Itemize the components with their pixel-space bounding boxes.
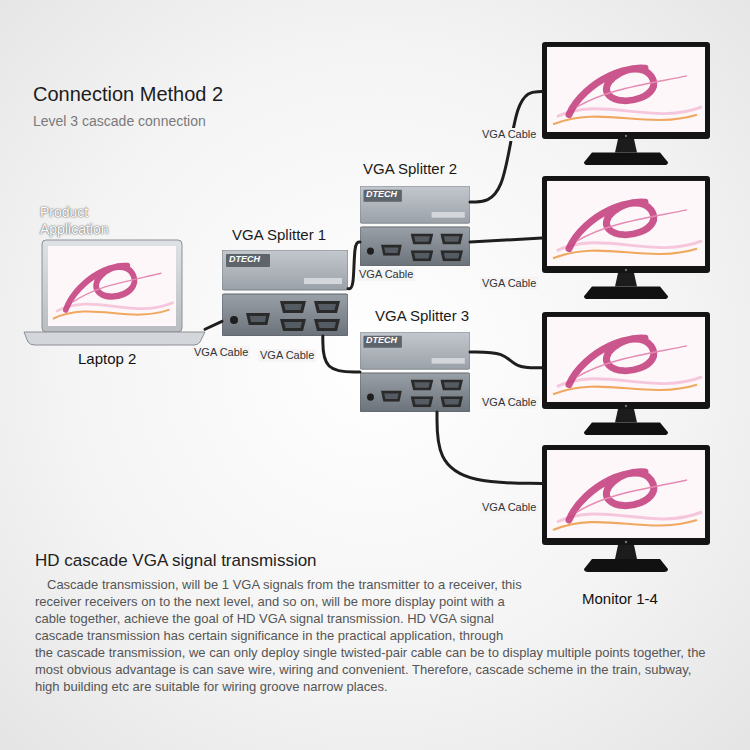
vga-splitter: VGA Splitter 3DTECH <box>360 332 470 412</box>
vga-cable <box>348 242 360 289</box>
subtitle: Level 3 cascade connection <box>33 113 206 130</box>
monitor <box>542 42 710 165</box>
monitor <box>542 312 710 436</box>
vga-splitter: VGA Splitter 2DTECH <box>360 186 470 266</box>
device-heading: VGA Splitter 3 <box>375 307 469 325</box>
monitor <box>542 176 710 300</box>
laptop: Product ApplicationLaptop 2 <box>22 240 205 345</box>
vga-splitter <box>222 250 348 336</box>
edge-label: VGA Cable <box>258 349 316 362</box>
text-spacer <box>523 576 713 644</box>
laptop-base <box>24 332 205 345</box>
edge-label: VGA Cable <box>480 396 538 409</box>
vga-splitter <box>360 186 470 266</box>
vga-cable <box>323 336 360 372</box>
vga-cable <box>205 321 222 329</box>
watermark-text: Product Application <box>40 204 122 238</box>
monitor <box>542 42 710 166</box>
monitor <box>542 312 710 435</box>
section-heading: HD cascade VGA signal transmission <box>35 551 317 571</box>
vga-cable <box>470 352 542 368</box>
monitor <box>542 176 710 299</box>
monitor: Monitor 1-4 <box>542 445 710 573</box>
vga-cable <box>470 238 542 242</box>
edge-label: VGA Cable <box>480 501 538 514</box>
edge-label: VGA Cable <box>480 128 538 141</box>
vga-cable <box>437 412 542 483</box>
vga-splitter <box>360 332 470 412</box>
title: Connection Method 2 <box>33 82 223 106</box>
laptop-screen <box>48 246 176 326</box>
device-label: Monitor 1-4 <box>582 590 658 608</box>
brand-logo: DTECH <box>366 335 397 346</box>
device-label: Laptop 2 <box>78 350 136 368</box>
vga-splitter: VGA Splitter 1DTECH <box>222 250 348 336</box>
device-heading: VGA Splitter 2 <box>363 160 457 178</box>
edge-label: VGA Cable <box>192 346 250 359</box>
edge-label: VGA Cable <box>480 277 538 290</box>
brand-logo: DTECH <box>229 254 260 265</box>
vga-cable <box>470 92 542 202</box>
monitor <box>542 445 710 572</box>
brand-logo: DTECH <box>366 189 397 200</box>
laptop-lid <box>42 240 182 332</box>
edge-label: VGA Cable <box>357 268 415 281</box>
device-heading: VGA Splitter 1 <box>232 226 326 244</box>
